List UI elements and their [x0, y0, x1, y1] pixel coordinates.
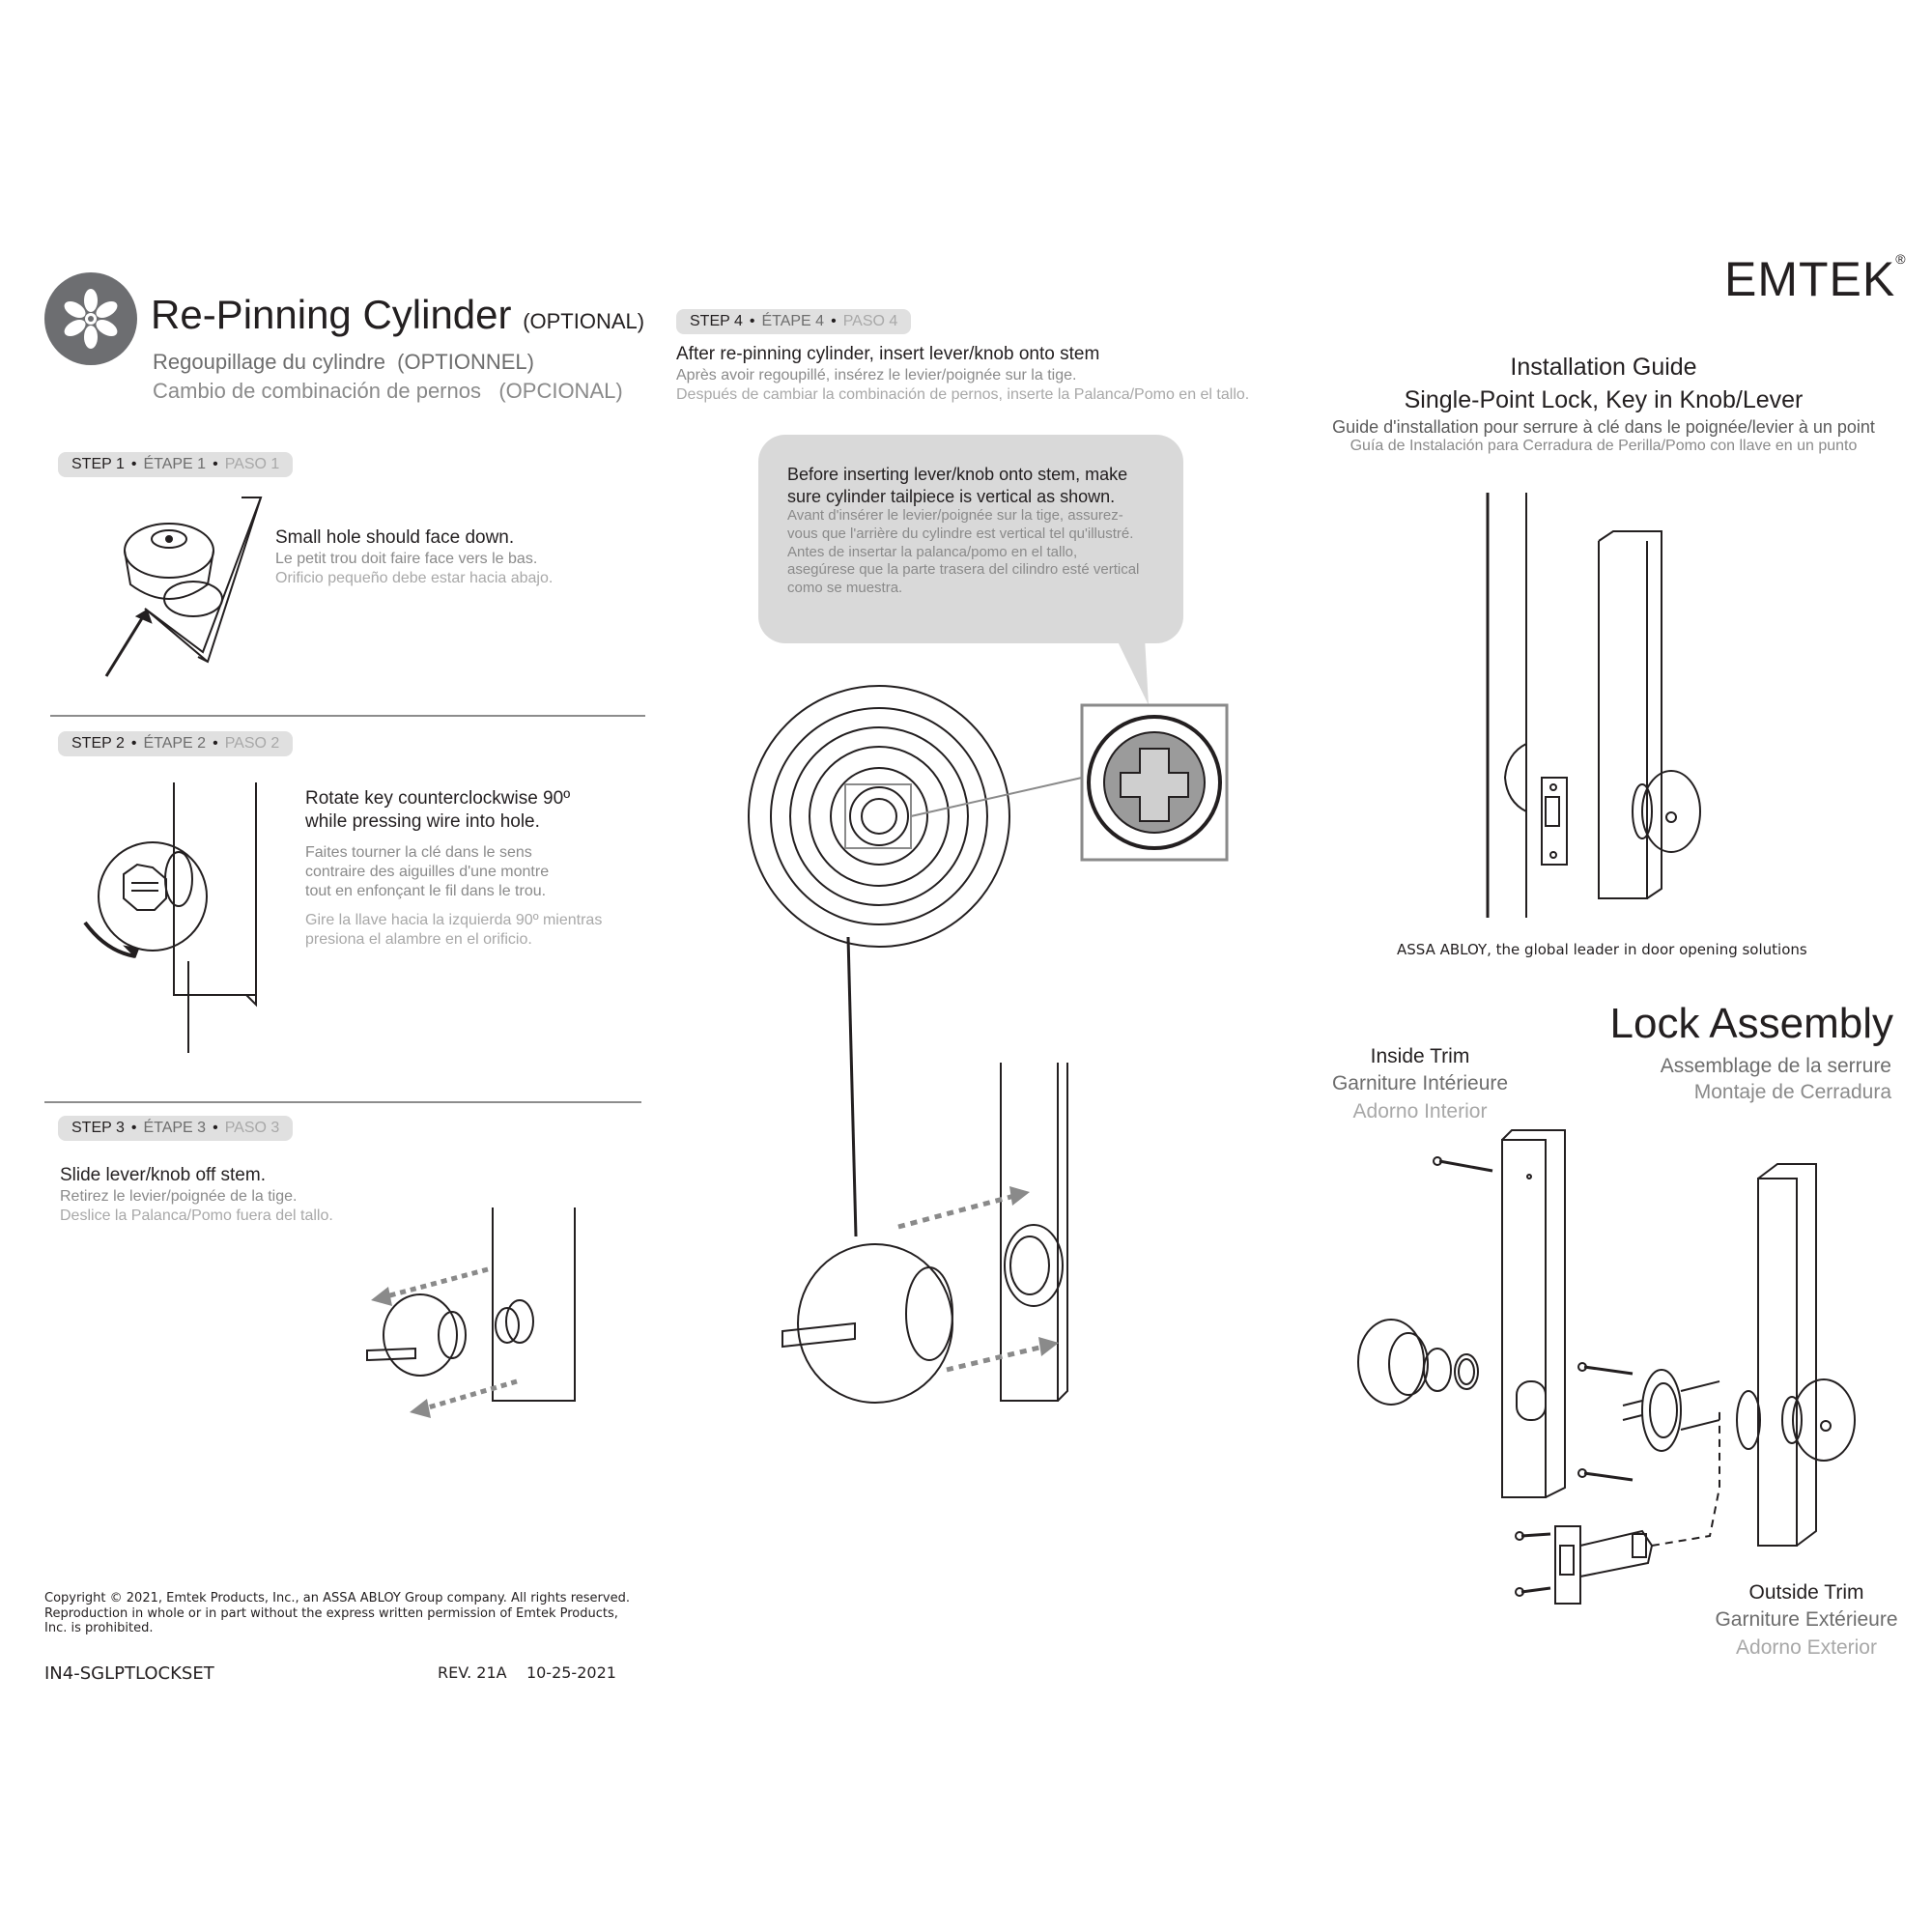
guide-es: Guía de Instalación para Cerradura de Pe…	[1350, 437, 1858, 454]
step-label-fr: ÉTAPE 3	[143, 1120, 207, 1136]
divider	[44, 1101, 641, 1103]
step-3-illustration	[366, 1208, 576, 1418]
step-1-en: Small hole should face down.	[275, 527, 515, 548]
guide-subtitle: Single-Point Lock, Key in Knob/Lever	[1404, 385, 1804, 413]
step-4-label: STEP 4•ÉTAPE 4•PASO 4	[676, 309, 912, 334]
guide-header: Installation Guide Single-Point Lock, Ke…	[1275, 352, 1932, 455]
step-label-es: PASO 4	[842, 313, 898, 329]
assembly-fr: Assemblage de la serrure	[1660, 1055, 1891, 1077]
callout-fr: vous que l'arrière du cylindre est verti…	[787, 525, 1134, 542]
step-4-fr: Après avoir regoupillé, insérez le levie…	[676, 366, 1077, 384]
page-title: Re-Pinning Cylinder (OPTIONAL)	[151, 292, 644, 338]
subtitle-es: Cambio de combinación de pernos (OPCIONA…	[153, 379, 623, 404]
callout-en: Before inserting lever/knob onto stem, m…	[787, 465, 1128, 484]
step-2-text: Rotate key counterclockwise 90º while pr…	[305, 787, 602, 950]
outside-fr: Garniture Extérieure	[1715, 1608, 1898, 1632]
guide-title: Installation Guide	[1510, 354, 1697, 381]
tagline: ASSA ABLOY, the global leader in door op…	[1397, 941, 1807, 958]
brand-name: EMTEK	[1724, 252, 1896, 306]
inside-trim-label: Inside Trim Garniture Intérieure Adorno …	[1314, 1043, 1526, 1125]
revision-date: 10-25-2021	[526, 1663, 616, 1682]
outside-en: Outside Trim	[1748, 1581, 1864, 1604]
step-4-en: After re-pinning cylinder, insert lever/…	[676, 344, 1100, 364]
step-label-en: STEP 3	[71, 1120, 125, 1136]
step-2-es: Gire la llave hacia la izquierda 90º mie…	[305, 911, 603, 928]
subtitle-fr-text: Regoupillage du cylindre	[153, 350, 385, 374]
title-text: Re-Pinning Cylinder	[151, 292, 512, 337]
revision-info: REV. 21A 10-25-2021	[438, 1663, 616, 1682]
callout-es: Antes de insertar la palanca/pomo en el …	[787, 543, 1078, 560]
title-optional: (OPTIONAL)	[523, 309, 645, 333]
step-1-label: STEP 1•ÉTAPE 1•PASO 1	[58, 452, 294, 477]
step-1-text: Small hole should face down. Le petit tr…	[275, 526, 553, 588]
inside-es: Adorno Interior	[1352, 1099, 1488, 1122]
step-label-fr: ÉTAPE 2	[143, 735, 207, 752]
doc-id: IN4-SGLPTLOCKSET	[44, 1663, 214, 1684]
step-1-fr: Le petit trou doit faire face vers le ba…	[275, 550, 538, 567]
subtitle-es-optional: (OPCIONAL)	[498, 379, 623, 403]
step-2-es: presiona el alambre en el orificio.	[305, 930, 532, 948]
revision: REV. 21A	[438, 1663, 507, 1682]
step-2-en: while pressing wire into hole.	[305, 810, 540, 832]
assembly-title: Lock Assembly	[1609, 1000, 1893, 1047]
step-label-en: STEP 4	[690, 313, 743, 329]
step-2-fr: tout en enfonçant le fil dans le trou.	[305, 882, 547, 899]
lock-assembly-illustration	[1357, 1129, 1856, 1605]
step-1-es: Orificio pequeño debe estar hacia abajo.	[275, 569, 554, 586]
step-3-text: Slide lever/knob off stem. Retirez le le…	[60, 1164, 333, 1226]
step-label-fr: ÉTAPE 4	[761, 313, 825, 329]
callout-es: como se muestra.	[787, 580, 903, 596]
step-2-fr: Faites tourner la clé dans le sens	[305, 843, 532, 861]
step-2-illustration	[83, 782, 257, 1053]
callout-es: asegúrese que la parte trasera del cilin…	[787, 561, 1140, 579]
subtitle-fr-optional: (OPTIONNEL)	[397, 350, 534, 374]
callout-en: sure cylinder tailpiece is vertical as s…	[787, 486, 1116, 506]
outside-es: Adorno Exterior	[1736, 1635, 1877, 1659]
step-3-fr: Retirez le levier/poignée de la tige.	[60, 1187, 298, 1205]
inside-en: Inside Trim	[1370, 1045, 1470, 1067]
copyright-line: Copyright © 2021, Emtek Products, Inc., …	[44, 1591, 630, 1605]
step-label-es: PASO 1	[224, 456, 280, 472]
step-label-es: PASO 3	[224, 1120, 280, 1136]
assembly-subtitles: Assemblage de la serrure Montaje de Cerr…	[1584, 1053, 1891, 1106]
brand-logo: EMTEK®	[1724, 251, 1907, 307]
guide-fr: Guide d'installation pour serrure à clé …	[1332, 416, 1875, 437]
step-label-en: STEP 1	[71, 456, 125, 472]
step-4-text: After re-pinning cylinder, insert lever/…	[676, 343, 1249, 405]
copyright-line: Reproduction in whole or in part without…	[44, 1605, 618, 1621]
step-4-rosette-illustration	[748, 685, 1229, 948]
callout-fr: Avant d'insérer le levier/poignée sur la…	[787, 507, 1123, 524]
flower-icon	[44, 272, 137, 365]
step-3-label: STEP 3•ÉTAPE 3•PASO 3	[58, 1116, 294, 1141]
step-4-knob-illustration	[781, 936, 1068, 1404]
step-label-es: PASO 2	[224, 735, 280, 752]
assembly-es: Montaje de Cerradura	[1693, 1081, 1891, 1104]
callout-bubble-shape	[758, 435, 1183, 705]
copyright: Copyright © 2021, Emtek Products, Inc., …	[44, 1591, 630, 1636]
step-2-label: STEP 2•ÉTAPE 2•PASO 2	[58, 731, 294, 756]
step-3-es: Deslice la Palanca/Pomo fuera del tallo.	[60, 1207, 333, 1224]
inside-fr: Garniture Intérieure	[1331, 1072, 1509, 1095]
outside-trim-label: Outside Trim Garniture Extérieure Adorno…	[1700, 1579, 1913, 1662]
step-3-en: Slide lever/knob off stem.	[60, 1165, 266, 1185]
step-1-illustration	[104, 497, 263, 677]
door-lock-illustration	[1486, 493, 1701, 918]
step-4-es: Después de cambiar la combinación de per…	[676, 385, 1250, 403]
subtitle-es-text: Cambio de combinación de pernos	[153, 379, 481, 403]
divider	[50, 715, 645, 717]
step-2-en: Rotate key counterclockwise 90º	[305, 788, 571, 809]
callout-text: Before inserting lever/knob onto stem, m…	[787, 464, 1139, 598]
step-label-en: STEP 2	[71, 735, 125, 752]
brand-registered: ®	[1895, 251, 1907, 267]
step-label-fr: ÉTAPE 1	[143, 456, 207, 472]
copyright-line: Inc. is prohibited.	[44, 1621, 154, 1636]
step-2-fr: contraire des aiguilles d'une montre	[305, 863, 550, 880]
subtitle-fr: Regoupillage du cylindre (OPTIONNEL)	[153, 350, 534, 375]
